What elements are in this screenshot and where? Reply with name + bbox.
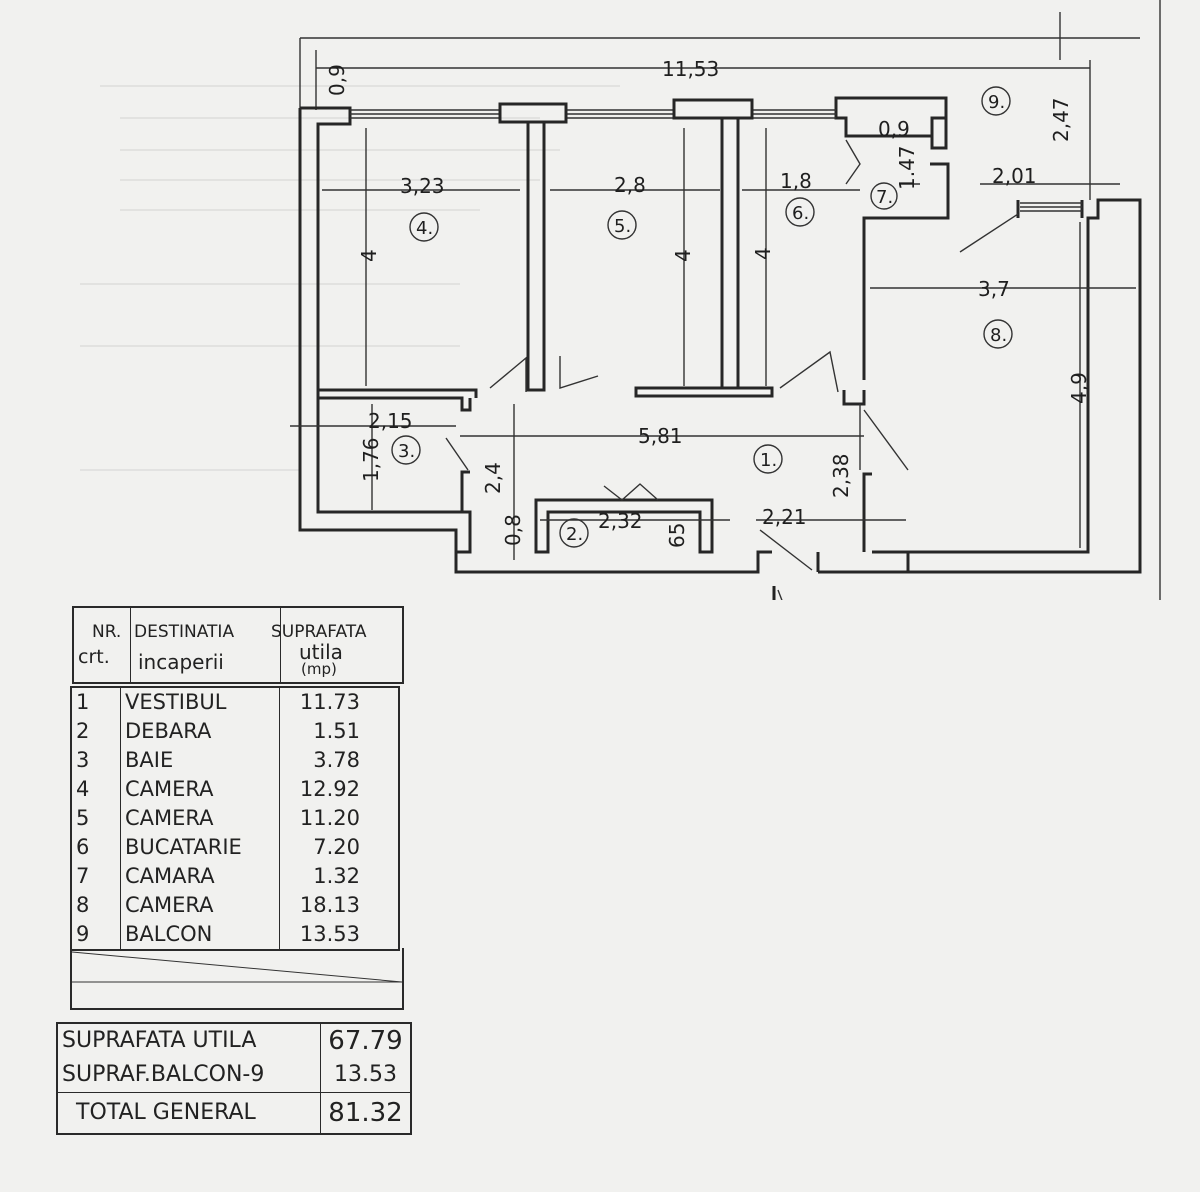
totals-table: SUPRAFATA UTILA 67.79 SUPRAF.BALCON-9 13…	[56, 1022, 412, 1135]
totals-row-useful: SUPRAFATA UTILA 67.79	[57, 1023, 411, 1058]
balcony-area-label: SUPRAF.BALCON-9	[57, 1058, 321, 1093]
total-general-label: TOTAL GENERAL	[57, 1092, 321, 1134]
dim-overall-width: 11,53	[662, 57, 719, 81]
dim-room5-width: 2,8	[614, 173, 646, 197]
wall-pillars	[498, 98, 754, 392]
dim-room7-height: 1.47	[895, 145, 919, 190]
room-marker-8: 8.	[983, 319, 1013, 349]
dim-room8-height: 4,9	[1067, 372, 1091, 404]
balcony-area-value: 13.53	[334, 1062, 397, 1087]
entrance-marker: intrare	[772, 586, 783, 600]
useful-area-label: SUPRAFATA UTILA	[57, 1023, 321, 1058]
dim-closet-depth: 0,8	[501, 514, 525, 546]
legend-header-crt: crt.	[78, 646, 110, 668]
room-marker-4: 4.	[409, 212, 439, 242]
room-marker-1: 1.	[753, 444, 783, 474]
legend-header-dest-col: DESTINATIA incaperii	[130, 608, 280, 682]
dim-room7-width: 0,9	[878, 117, 910, 141]
rooms-table-empty-rows	[70, 948, 404, 1010]
top-dimension-lines	[299, 0, 1161, 600]
dim-room4-height: 4	[357, 249, 381, 262]
totals-row-balcony: SUPRAF.BALCON-9 13.53	[57, 1058, 411, 1093]
room-marker-2: 2.	[559, 518, 589, 548]
dim-wall-left: 0,9	[325, 64, 349, 96]
legend-header-area-col: SUPRAFATA utila (mp)	[271, 608, 401, 682]
svg-text:3.: 3.	[398, 441, 415, 462]
dim-closet-side: 65	[665, 523, 689, 548]
room-marker-7: 7.	[870, 182, 898, 210]
legend-header-incaperii: incaperii	[138, 650, 224, 674]
svg-text:7.: 7.	[876, 187, 893, 208]
dim-bath-height: 1,76	[359, 437, 383, 482]
legend-header-utila: utila	[299, 640, 343, 664]
dimension-labels: 11,53 0,9 3,23 4 2,8 4 1,8 4 0,9 1.47 2,…	[325, 57, 1091, 548]
legend-header-suprafata: SUPRAFATA	[271, 622, 367, 642]
dim-hall-height: 2,38	[829, 453, 853, 498]
dim-room4-width: 3,23	[400, 174, 445, 198]
exterior-walls	[298, 96, 1142, 574]
room-number-markers: 1. 2. 3. 4. 5. 6. 7. 8. 9.	[391, 86, 1013, 548]
useful-area-value: 67.79	[328, 1026, 403, 1056]
svg-text:6.: 6.	[792, 203, 809, 224]
dim-hall-length: 5,81	[638, 424, 683, 448]
legend-header-nr: NR.	[92, 622, 122, 642]
interior-walls	[318, 118, 948, 554]
dim-balcony-width: 2,01	[992, 164, 1037, 188]
dim-room5-height: 4	[671, 249, 695, 262]
total-general-value: 81.32	[320, 1092, 411, 1134]
room-marker-5: 5.	[607, 210, 637, 240]
svg-text:8.: 8.	[990, 325, 1007, 346]
legend-header: NR. crt. DESTINATIA incaperii SUPRAFATA …	[72, 606, 404, 684]
empty-row-diagonal	[72, 951, 402, 983]
floor-plan: 11,53 0,9 3,23 4 2,8 4 1,8 4 0,9 1.47 2,…	[80, 0, 1161, 600]
dim-entry-width: 2,21	[762, 505, 807, 529]
dim-room6-width: 1,8	[780, 169, 812, 193]
background-text-lines	[80, 85, 620, 471]
door-swings	[445, 139, 1019, 571]
dim-bath-width: 2,15	[368, 409, 413, 433]
room-marker-9: 9.	[981, 86, 1011, 116]
totals-row-general: TOTAL GENERAL 81.32	[57, 1092, 411, 1134]
dim-room6-height: 4	[751, 247, 775, 260]
svg-text:1.: 1.	[760, 450, 777, 471]
dim-balcony-height: 2,47	[1049, 97, 1073, 142]
top-windows	[350, 109, 1082, 212]
svg-text:9.: 9.	[988, 92, 1005, 113]
room-marker-3: 3.	[391, 435, 421, 465]
dim-closet-width: 2,32	[598, 509, 643, 533]
svg-text:4.: 4.	[416, 218, 433, 239]
legend-header-destinatia: DESTINATIA	[134, 622, 235, 642]
dim-room8-width: 3,7	[978, 277, 1010, 301]
svg-text:2.: 2.	[566, 524, 583, 545]
legend-header-mp: (mp)	[301, 660, 337, 678]
svg-text:5.: 5.	[614, 216, 631, 237]
internal-dimension-lines	[290, 128, 1136, 560]
legend-header-nr-col: NR. crt.	[74, 608, 131, 682]
dim-hall-depth: 2,4	[481, 462, 505, 494]
room-marker-6: 6.	[785, 197, 815, 227]
